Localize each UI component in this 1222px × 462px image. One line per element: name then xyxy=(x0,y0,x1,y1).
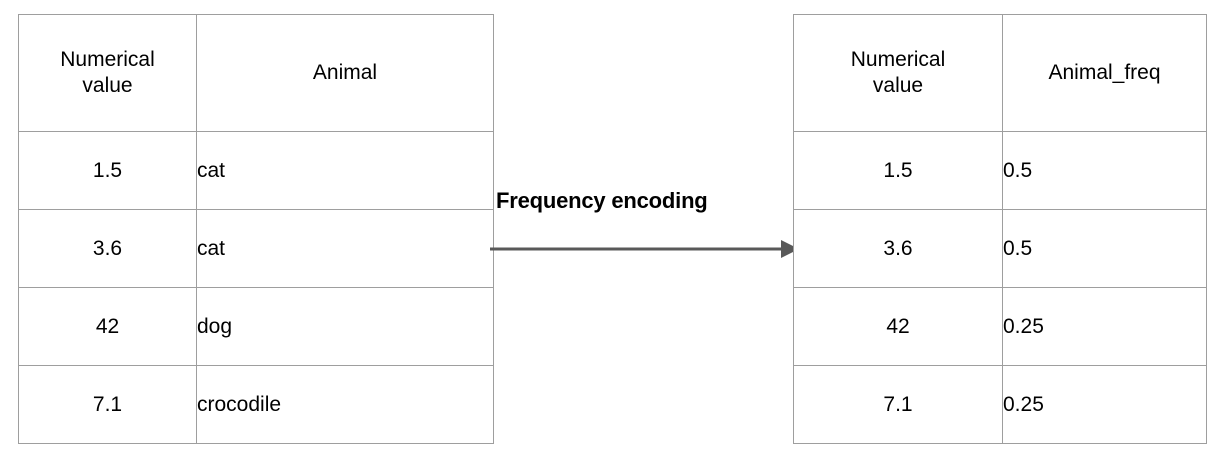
encoded-header-animal-freq: Animal_freq xyxy=(1002,14,1207,132)
source-cell-value: 7.1 xyxy=(18,365,197,444)
table-row: 7.1 0.25 xyxy=(793,365,1207,444)
source-cell-animal: crocodile xyxy=(196,365,494,444)
encoded-cell-value: 3.6 xyxy=(793,209,1003,288)
header-line-1: Animal xyxy=(312,61,378,85)
encoded-cell-freq: 0.5 xyxy=(1002,131,1207,210)
source-cell-animal: cat xyxy=(196,131,494,210)
header-line-2: value xyxy=(872,74,924,97)
source-cell-value: 42 xyxy=(18,287,197,366)
header-line-1: Numerical xyxy=(60,48,155,72)
header-line-2: value xyxy=(82,74,133,97)
source-table: Numerical value Animal 1.5 cat 3.6 cat 4… xyxy=(18,14,494,444)
encoded-table: Numerical value Animal_freq 1.5 0.5 3.6 … xyxy=(793,14,1207,444)
encoded-cell-value: 7.1 xyxy=(793,365,1003,444)
source-cell-animal: cat xyxy=(196,209,494,288)
encoded-cell-value: 42 xyxy=(793,287,1003,366)
encoded-cell-freq: 0.25 xyxy=(1002,365,1207,444)
table-header-row: Numerical value Animal_freq xyxy=(793,14,1207,132)
table-row: 1.5 cat xyxy=(18,131,494,210)
encoded-header-numerical-value: Numerical value xyxy=(793,14,1003,132)
transform-label: Frequency encoding xyxy=(496,188,708,213)
encoded-cell-freq: 0.25 xyxy=(1002,287,1207,366)
source-header-numerical-value: Numerical value xyxy=(18,14,197,132)
table-row: 1.5 0.5 xyxy=(793,131,1207,210)
transform-annotation: Frequency encoding xyxy=(489,188,799,268)
encoded-cell-freq: 0.5 xyxy=(1002,209,1207,288)
table-header-row: Numerical value Animal xyxy=(18,14,494,132)
encoded-cell-value: 1.5 xyxy=(793,131,1003,210)
transform-arrow-icon xyxy=(490,240,799,258)
table-row: 3.6 cat xyxy=(18,209,494,288)
source-header-animal: Animal xyxy=(196,14,494,132)
source-cell-value: 1.5 xyxy=(18,131,197,210)
header-line-1: Animal_freq xyxy=(1048,61,1161,85)
source-cell-animal: dog xyxy=(196,287,494,366)
table-row: 42 0.25 xyxy=(793,287,1207,366)
table-row: 3.6 0.5 xyxy=(793,209,1207,288)
table-row: 42 dog xyxy=(18,287,494,366)
header-line-1: Numerical xyxy=(850,48,946,72)
source-cell-value: 3.6 xyxy=(18,209,197,288)
table-row: 7.1 crocodile xyxy=(18,365,494,444)
